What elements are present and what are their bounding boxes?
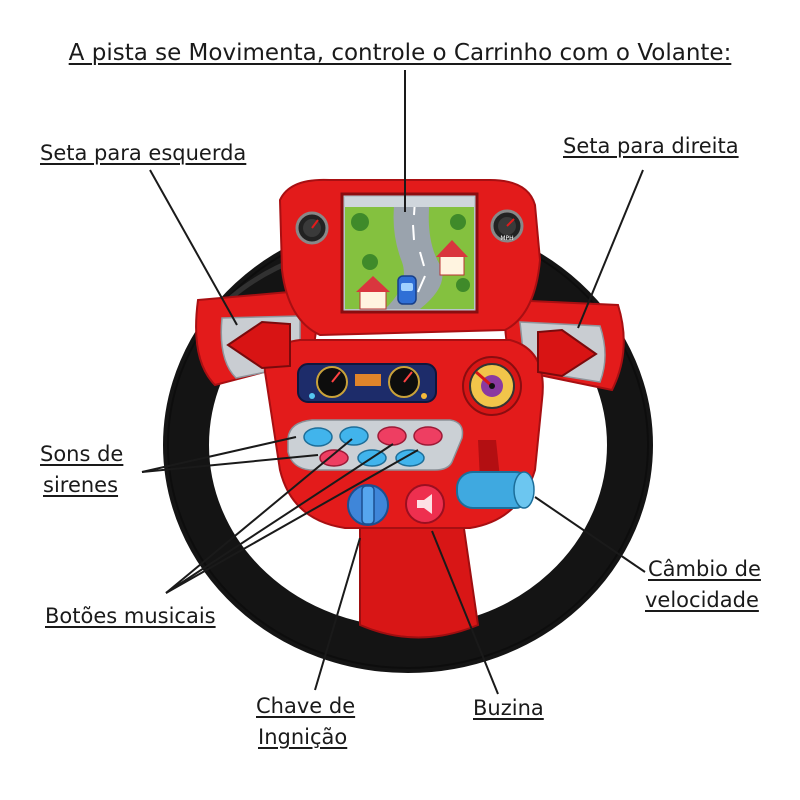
page-title: A pista se Movimenta, controle o Carrinh…: [68, 40, 732, 66]
tree-icon: [456, 278, 470, 292]
horn-button[interactable]: [405, 484, 445, 524]
track-screen: [340, 192, 479, 314]
siren-button[interactable]: [303, 427, 333, 447]
house-icon: [436, 240, 468, 276]
music-button[interactable]: [377, 426, 407, 446]
label-gear-line2: velocidade: [645, 588, 759, 612]
music-button[interactable]: [413, 426, 443, 446]
label-ignition-line2: Ingnição: [258, 725, 348, 749]
tree-icon: [362, 254, 378, 270]
mph-text: MPH: [500, 235, 513, 242]
tree-icon: [450, 214, 466, 230]
label-sirens-line1: Sons de: [40, 442, 124, 466]
right-arrow-button[interactable]: [537, 328, 598, 378]
tree-icon: [351, 213, 369, 231]
toy-car-icon: [397, 275, 417, 305]
dashboard-panel: [297, 363, 437, 403]
siren-button[interactable]: [339, 426, 369, 446]
label-musical-buttons: Botões musicais: [45, 604, 216, 628]
siren-button[interactable]: [319, 449, 349, 467]
label-horn: Buzina: [473, 696, 544, 720]
gear-shift-lever[interactable]: [456, 440, 535, 509]
label-ignition-line1: Chave de: [256, 694, 356, 718]
wheel-column: [359, 514, 480, 639]
left-arrow-button[interactable]: [226, 320, 291, 370]
house-icon: [356, 276, 390, 310]
label-left-arrow: Seta para esquerda: [40, 141, 247, 165]
right-small-dial: MPH: [490, 209, 524, 243]
label-right-arrow: Seta para direita: [563, 134, 739, 158]
callout-lines: [141, 70, 646, 695]
music-button[interactable]: [395, 449, 425, 467]
label-sirens-line2: sirenes: [43, 473, 119, 497]
left-small-dial: [295, 211, 329, 245]
label-gear-line1: Câmbio de: [648, 557, 761, 581]
speedometer: [462, 356, 522, 416]
horn-icon: [417, 494, 432, 514]
ignition-key[interactable]: [347, 484, 389, 526]
